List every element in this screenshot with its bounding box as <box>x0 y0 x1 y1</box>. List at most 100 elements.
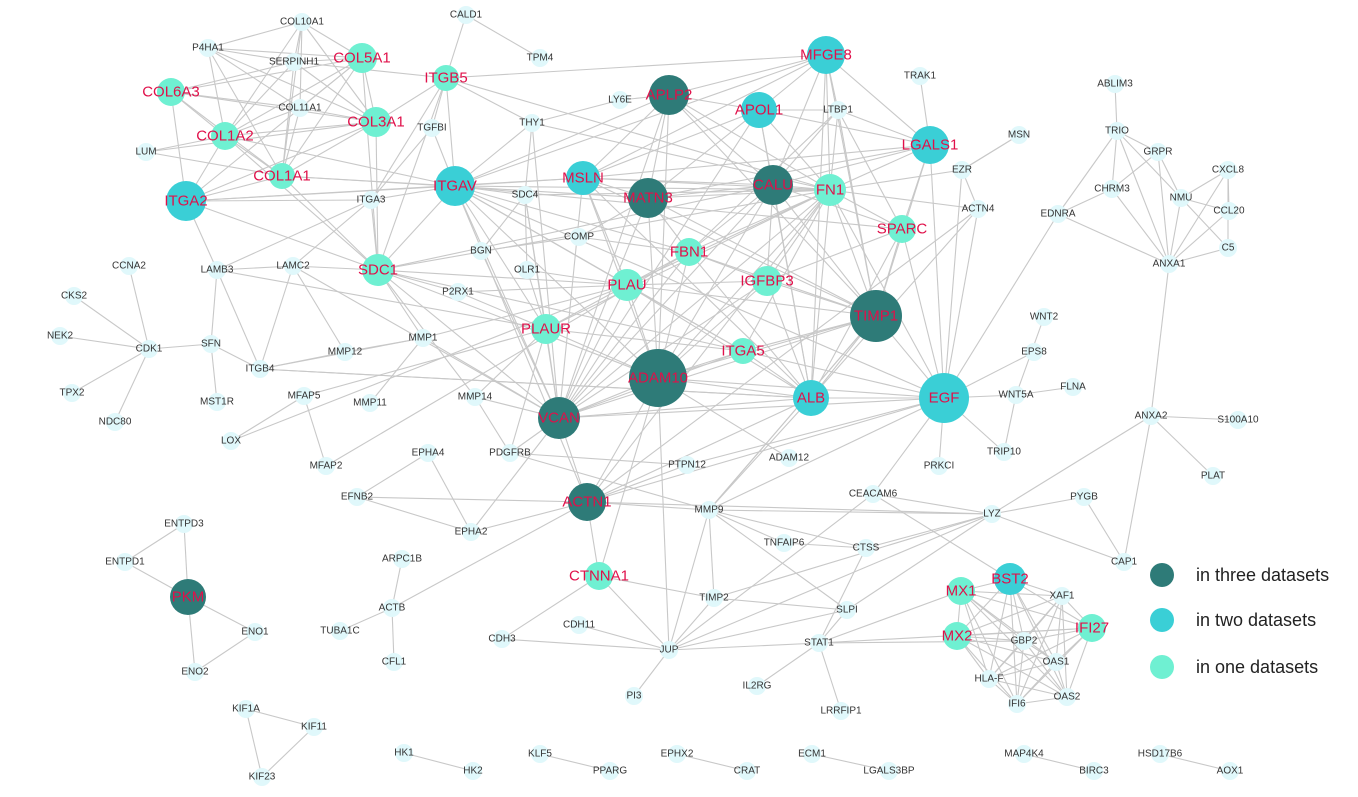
edge-JUP-TIMP2 <box>668 597 715 651</box>
edge-CDK1-CKS2 <box>73 295 150 350</box>
node-label-CALD1: CALD1 <box>450 10 483 21</box>
node-circle-BST2 <box>994 563 1026 595</box>
node-circle-COL11A1 <box>291 99 309 117</box>
edge-APOL1-MATN3 <box>647 109 760 199</box>
node-BGN: BGN <box>470 242 492 260</box>
node-ENO1: ENO1 <box>241 623 269 641</box>
edge-LYZ-SLPI <box>846 513 993 611</box>
node-circle-ANXA2 <box>1142 407 1160 425</box>
edge-ITGAV-ACTN1 <box>454 185 588 503</box>
node-circle-COL3A1 <box>361 107 391 137</box>
node-circle-NMU <box>1172 189 1190 207</box>
node-circle-MMP12 <box>336 343 354 361</box>
node-MST1R: MST1R <box>200 393 234 411</box>
edge-SERPINH1-COL1A1 <box>281 61 295 177</box>
node-circle-ARPC1B <box>393 550 411 568</box>
edge-MSLN-ALB <box>582 177 812 399</box>
node-TIMP2: TIMP2 <box>699 589 729 607</box>
node-LOX: LOX <box>221 432 241 450</box>
node-circle-COL1A1 <box>269 163 295 189</box>
edge-MFGE8-MSLN <box>582 54 827 179</box>
edge-COL10A1-COL1A1 <box>281 21 303 177</box>
node-label-ITGA3: ITGA3 <box>357 195 386 206</box>
node-label-MFAP2: MFAP2 <box>310 461 343 472</box>
node-circle-KIF1A <box>237 700 255 718</box>
edge-ITGB5-THY1 <box>445 77 533 124</box>
node-P4HA1: P4HA1 <box>192 39 224 57</box>
node-circle-MMP14 <box>466 388 484 406</box>
node-circle-ITGB5 <box>433 65 459 91</box>
edge-PLAUR-PDGFRB <box>509 328 547 454</box>
edge-LYZ-TIMP2 <box>713 513 993 599</box>
node-circle-CALD1 <box>457 6 475 24</box>
node-ENO2: ENO2 <box>181 663 209 681</box>
node-label-MSN: MSN <box>1008 130 1030 141</box>
node-VCAN: VCAN <box>538 397 580 439</box>
edge-SFN-CDK1 <box>148 343 212 350</box>
node-HK1: HK1 <box>394 744 414 762</box>
node-label-TNFAIP6: TNFAIP6 <box>764 538 805 549</box>
edge-EGF-VCAN <box>558 397 945 419</box>
node-label-EPS8: EPS8 <box>1021 347 1047 358</box>
node-label-EPHX2: EPHX2 <box>661 749 694 760</box>
node-EPHA2: EPHA2 <box>455 523 488 541</box>
node-CAP1: CAP1 <box>1111 553 1138 571</box>
edge-STAT1-GBP2 <box>818 640 1025 644</box>
edge-ACTB-TUBA1C <box>339 607 393 632</box>
node-label-TRIP10: TRIP10 <box>987 447 1021 458</box>
node-label-ITGA2: ITGA2 <box>164 193 207 210</box>
node-NDC80: NDC80 <box>99 413 132 431</box>
node-circle-S100A10 <box>1229 411 1247 429</box>
edge-SPARC-EGF <box>901 228 945 399</box>
node-label-MMP11: MMP11 <box>353 398 387 409</box>
node-circle-TNFAIP6 <box>775 534 793 552</box>
node-TNFAIP6: TNFAIP6 <box>764 534 805 552</box>
legend-item-three: in three datasets <box>1150 560 1329 590</box>
node-label-KIF11: KIF11 <box>301 722 327 733</box>
node-label-LUM: LUM <box>135 147 156 158</box>
edge-STAT1-LRRFIP1 <box>818 642 842 712</box>
node-circle-CDH3 <box>493 630 511 648</box>
edge-KIF1A-KIF11 <box>245 708 315 728</box>
node-SDC1: SDC1 <box>358 254 398 286</box>
edge-COL6A3-COL3A1 <box>170 91 377 123</box>
edge-SDC1-VCAN <box>377 269 560 419</box>
edge-EPHA4-EPHA2 <box>427 452 472 533</box>
node-label-APOL1: APOL1 <box>735 102 783 119</box>
edge-ITGA2-SDC1 <box>185 200 379 271</box>
edge-COL1A1-SDC1 <box>281 175 379 271</box>
edge-SPARC-IGFBP3 <box>766 228 903 282</box>
node-circle-KIF11 <box>305 718 323 736</box>
edge-FN1-ALB <box>810 189 831 399</box>
edge-COL6A3-COL11A1 <box>170 91 301 109</box>
node-label-S100A10: S100A10 <box>1217 415 1259 426</box>
node-circle-ITGA2 <box>166 181 206 221</box>
node-PYGB: PYGB <box>1070 488 1098 506</box>
edge-CCL20-ANXA1 <box>1168 210 1230 265</box>
node-FBN1: FBN1 <box>670 238 708 266</box>
edge-EPHA2-VCAN <box>470 417 560 533</box>
node-label-SDC4: SDC4 <box>512 190 539 201</box>
node-circle-CKS2 <box>65 287 83 305</box>
edge-CALD1-TPM4 <box>465 14 541 59</box>
node-label-CAP1: CAP1 <box>1111 557 1138 568</box>
edge-VCAN-BGN <box>480 250 560 419</box>
node-circle-LTBP1 <box>829 101 847 119</box>
edge-MMP9-EGF <box>708 397 945 511</box>
edge-COL5A1-COL1A1 <box>281 57 363 177</box>
node-label-MAP4K4: MAP4K4 <box>1004 749 1044 760</box>
edge-ENTPD3-ENTPD1 <box>124 523 185 563</box>
node-label-HLA-F: HLA-F <box>975 674 1004 685</box>
node-FN1: FN1 <box>814 174 846 206</box>
node-label-CALU: CALU <box>753 177 793 194</box>
node-AOX1: AOX1 <box>1217 762 1244 780</box>
edge-MMP1-MMP11 <box>369 337 424 404</box>
node-label-COL3A1: COL3A1 <box>347 114 405 131</box>
node-circle-TIMP1 <box>850 290 902 342</box>
node-label-TRIO: TRIO <box>1105 126 1129 137</box>
edge-COL1A2-ITGAV <box>224 135 456 187</box>
node-circle-STAT1 <box>810 634 828 652</box>
edge-COL3A1-ITGA2 <box>185 121 377 202</box>
node-label-KLF5: KLF5 <box>528 749 552 760</box>
node-circle-FLNA <box>1064 378 1082 396</box>
